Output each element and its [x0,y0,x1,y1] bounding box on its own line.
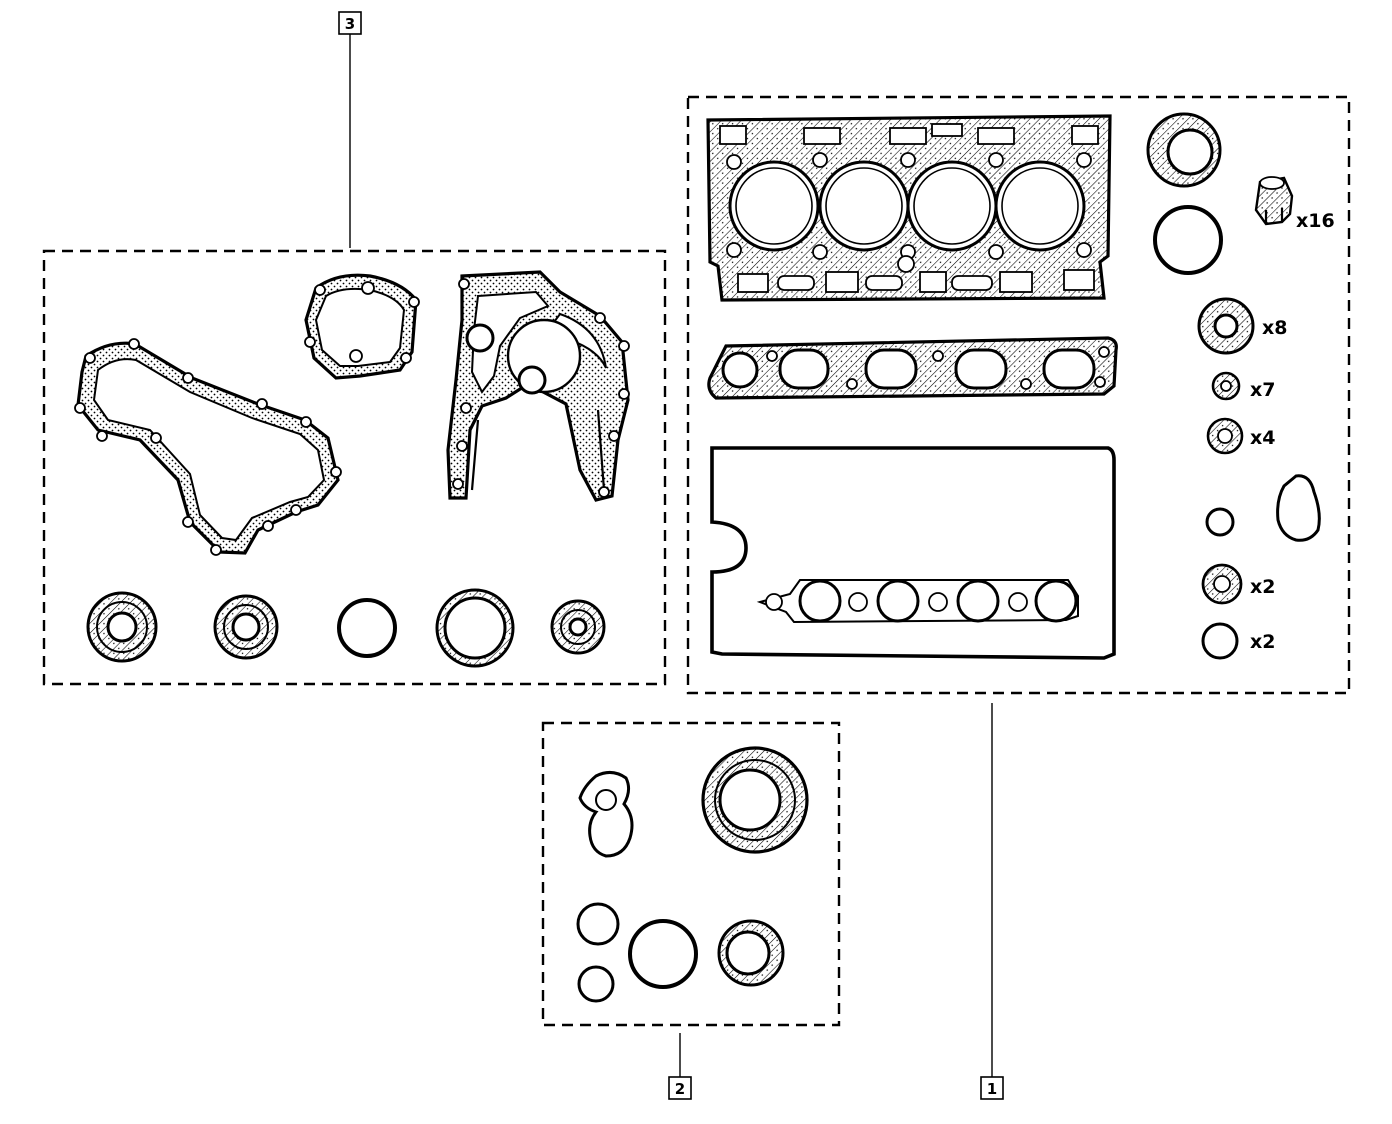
head-gasket-bore-2 [818,160,910,252]
group-2-frame [541,721,841,1027]
qty-ring-c: x4 [1250,427,1275,449]
camshaft-seal [213,594,279,660]
callout-1-box [980,1076,1004,1100]
qty-valve-stem-seal: x16 [1296,210,1335,232]
figure-eight-gasket [578,771,634,858]
group-3-parts [74,270,630,668]
cylinder-head-gasket [706,114,1112,302]
front-cover-dowel-large [517,365,547,395]
o-ring-g2-a [576,902,620,946]
small-washer [1211,371,1241,401]
callout-3-label: 3 [345,15,355,33]
shaft-seal-g2 [717,919,785,987]
callout-2: 2 [668,1033,692,1100]
callout-1-label: 1 [987,1080,997,1098]
callout-1: 1 [980,703,1004,1100]
callout-2-box [668,1076,692,1100]
cam-seal-large [1146,112,1222,188]
spark-plug-tube-seals [756,579,1079,624]
group-2-parts [576,746,809,1003]
timing-cover-gasket-inner [92,358,326,542]
group-3-frame [42,249,667,686]
rear-main-seal [701,746,809,854]
o-ring-g2-b [577,965,615,1003]
front-cover-dowel-small [465,323,495,353]
qty-ring-a: x8 [1262,317,1287,339]
sealing-ring-x2 [1201,563,1243,605]
pump-seal-ring [435,588,515,668]
copper-washer [1206,417,1244,455]
group-1-parts: x16 x8 x7 x4 x2 x2 [706,112,1335,660]
o-ring-x2 [1201,622,1239,660]
head-gasket-bore-3 [906,160,998,252]
qty-ring-d: x2 [1250,576,1275,598]
injector-seal-ring [1197,297,1255,355]
head-gasket-bore-1 [728,160,820,252]
head-gasket-bore-4 [994,160,1086,252]
o-ring-head [1153,205,1223,275]
timing-cover-bolt-holes [74,338,342,556]
o-ring-g2-large [628,919,698,989]
o-ring-small [1205,507,1235,537]
crankshaft-seal [86,591,158,663]
thermostat-gasket [1276,474,1321,542]
qty-ring-e: x2 [1250,631,1275,653]
group-1-frame [686,95,1351,695]
water-pump-gasket-inner [314,287,406,367]
valve-cover-gasket [710,446,1116,660]
valve-stem-seal [1254,176,1294,226]
callout-3: 3 [338,11,362,248]
qty-ring-b: x7 [1250,379,1275,401]
small-shaft-seal [550,599,606,655]
front-cover-gasket-window [470,290,550,394]
o-ring-large [337,598,397,658]
callout-2-label: 2 [675,1080,685,1098]
manifold-gasket [707,336,1118,400]
